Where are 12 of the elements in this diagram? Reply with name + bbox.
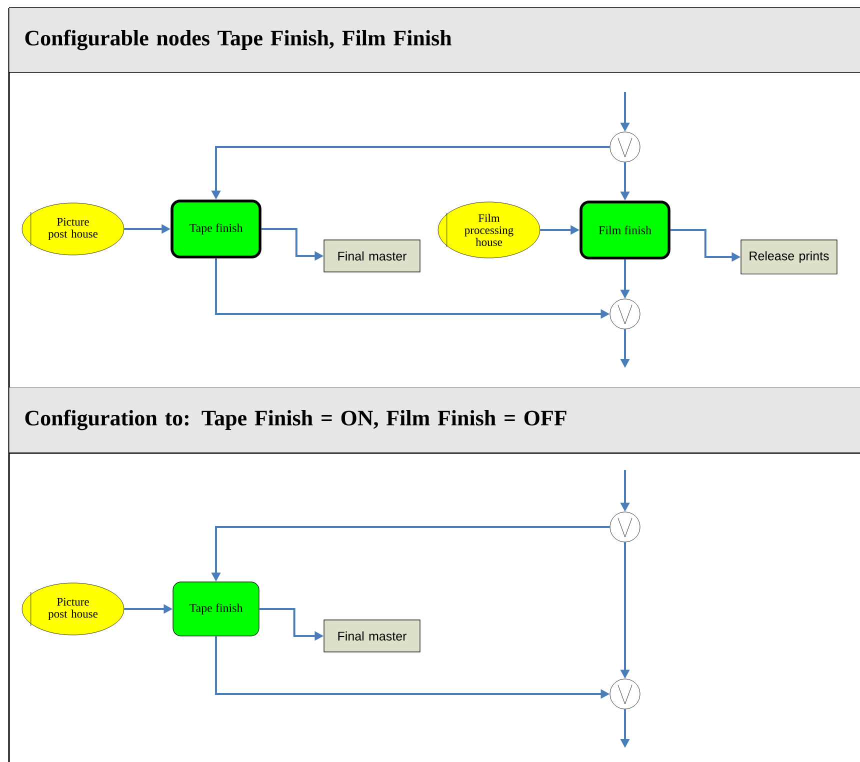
process-box: Tape finish (170, 200, 262, 258)
output-box: Final master (324, 620, 420, 652)
header-band: Configuration to: Tape Finish = ON, Film Finish = OFF (9, 387, 860, 452)
output-box: Final master (324, 240, 420, 272)
header-band: Configurable nodes Tape Finish, Film Finish (9, 8, 860, 72)
process-box: Tape finish (172, 582, 260, 636)
process-box: Film finish (580, 200, 670, 260)
output-box: Release prints (740, 240, 838, 274)
connector-circle (610, 298, 640, 330)
connector-circle (610, 678, 640, 710)
connector-circle (610, 512, 640, 542)
connector-circle (610, 132, 640, 162)
